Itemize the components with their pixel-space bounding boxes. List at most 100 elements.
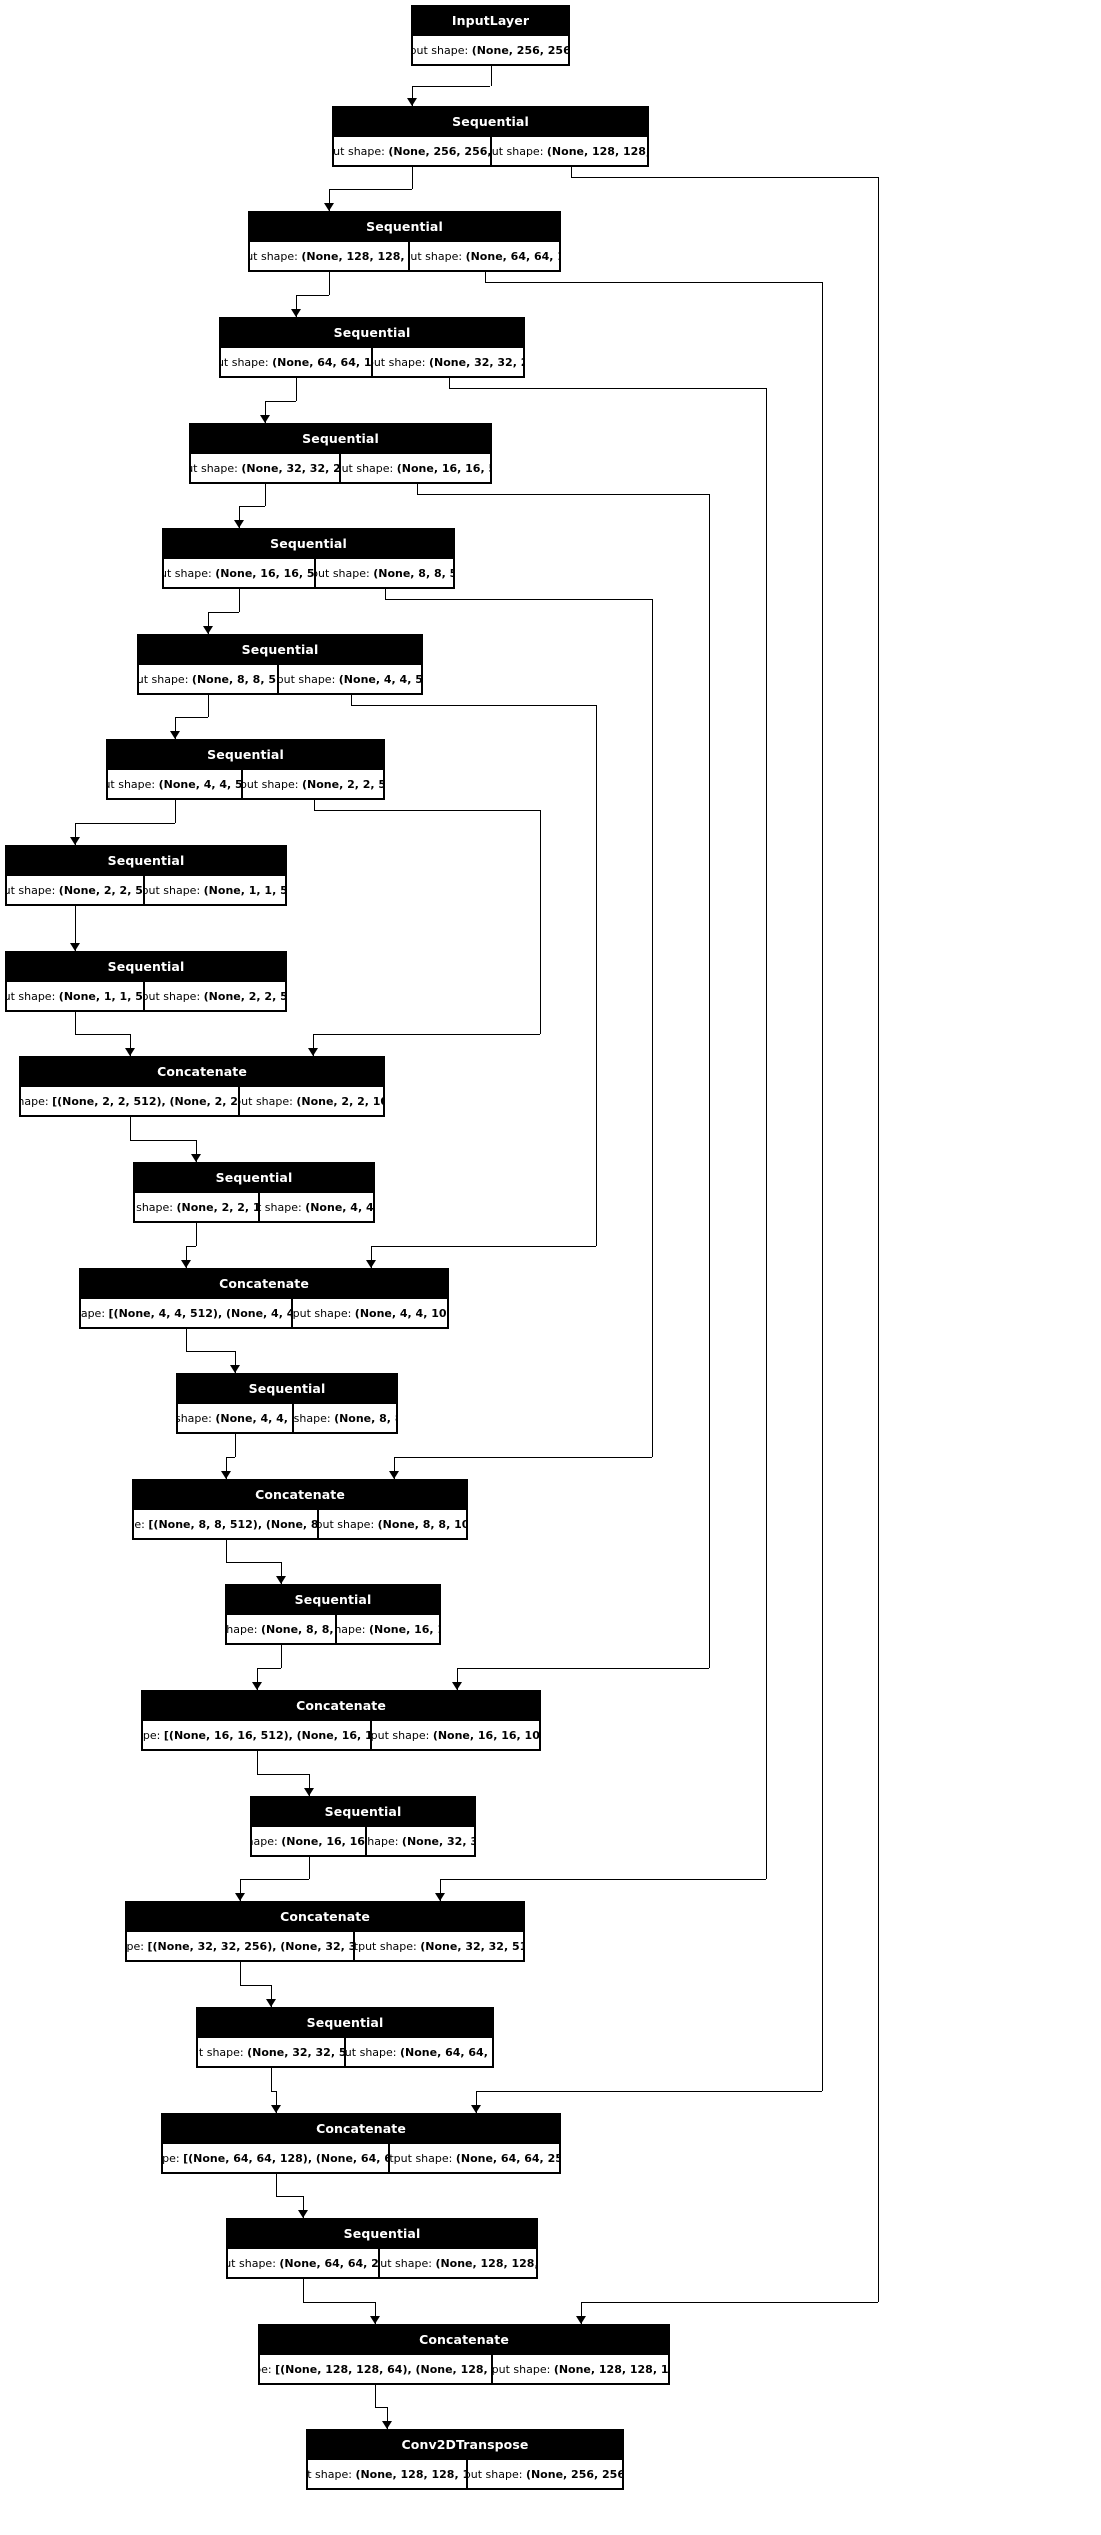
- edge-segment: [328, 268, 330, 295]
- edge-segment: [196, 1139, 198, 1162]
- input-shape-cell: Input shape: (None, 1, 1, 512): [7, 982, 145, 1010]
- layer-node-concatenate: ConcatenateInput shape: [(None, 128, 128…: [258, 2324, 670, 2385]
- layer-shape-row: Input shape: (None, 8, 8, 512)Output sha…: [139, 663, 421, 693]
- layer-shape-row: Input shape: (None, 32, 32, 512)Output s…: [198, 2036, 492, 2066]
- edge-segment: [416, 494, 709, 495]
- edge-segment: [74, 822, 175, 824]
- edge-segment: [385, 599, 652, 600]
- layer-type-label: Sequential: [221, 319, 523, 346]
- layer-node-concatenate: ConcatenateInput shape: [(None, 4, 4, 51…: [79, 1268, 449, 1329]
- edge-segment: [370, 1246, 596, 1247]
- edge-segment: [207, 611, 209, 634]
- edge-segment: [265, 400, 267, 423]
- layer-node-sequential: SequentialInput shape: (None, 256, 256, …: [332, 106, 649, 167]
- layer-shape-row: Input shape: (None, 2, 2, 512)Output sha…: [7, 874, 285, 904]
- edge-segment: [312, 1034, 540, 1035]
- layer-node-sequential: SequentialInput shape: (None, 32, 32, 25…: [189, 423, 492, 484]
- edge-arrowhead: [407, 98, 418, 106]
- edge-arrowhead: [270, 2105, 281, 2113]
- edge-segment: [490, 62, 492, 87]
- layer-type-label: Sequential: [108, 741, 383, 768]
- edge-segment: [370, 1246, 372, 1268]
- layer-type-label: Sequential: [250, 213, 559, 240]
- edge-segment: [256, 1667, 258, 1690]
- edge-segment: [350, 705, 596, 706]
- input-shape-cell: Input shape: (None, 4, 4, 512): [108, 770, 244, 798]
- layer-type-label: Sequential: [7, 847, 285, 874]
- edge-arrowhead: [69, 943, 80, 951]
- edge-segment: [74, 1008, 76, 1035]
- edge-segment: [312, 1034, 314, 1056]
- output-shape-cell: Output shape: (None, 32, 32, 256): [367, 1834, 474, 1848]
- edge-segment: [185, 1325, 187, 1352]
- layer-type-label: Conv2DTranspose: [308, 2431, 622, 2458]
- layer-type-label: Sequential: [178, 1375, 396, 1402]
- edge-arrowhead: [233, 520, 244, 528]
- input-shape-cell: Input shape: (None, 4, 4, 1024): [178, 1404, 295, 1432]
- layer-type-label: InputLayer: [413, 7, 568, 34]
- edge-segment: [275, 2196, 304, 2198]
- layer-type-label: Sequential: [252, 1798, 474, 1825]
- edge-segment: [265, 400, 296, 402]
- edge-segment: [581, 2302, 583, 2324]
- layer-type-label: Concatenate: [127, 1903, 523, 1930]
- edge-segment: [385, 585, 387, 599]
- layer-shape-row: Input shape: (None, 8, 8, 1024)Output sh…: [227, 1613, 439, 1643]
- edge-segment: [265, 480, 267, 507]
- layer-type-label: Concatenate: [143, 1692, 539, 1719]
- output-shape-cell: Output shape: (None, 4, 4, 512): [260, 1200, 373, 1214]
- edge-segment: [207, 611, 239, 613]
- input-shape-cell: Input shape: (None, 128, 128, 128): [308, 2460, 468, 2488]
- edge-segment: [196, 1219, 198, 1246]
- layer-type-label: Sequential: [228, 2220, 536, 2247]
- edge-segment: [328, 189, 330, 211]
- layer-type-label: Sequential: [7, 953, 285, 980]
- edge-segment: [174, 796, 176, 823]
- edge-segment: [174, 717, 176, 739]
- layer-node-sequential: SequentialInput shape: (None, 1, 1, 512)…: [5, 951, 287, 1012]
- output-shape-cell: Output shape: (None, 16, 16, 1024): [371, 1728, 539, 1742]
- edge-segment: [448, 374, 450, 388]
- edge-segment: [570, 163, 572, 177]
- edge-arrowhead: [169, 731, 180, 739]
- layer-node-sequential: SequentialInput shape: (None, 64, 64, 12…: [219, 317, 525, 378]
- edge-segment: [375, 2301, 377, 2324]
- edge-segment: [174, 717, 208, 719]
- layer-node-concatenate: ConcatenateInput shape: [(None, 16, 16, …: [141, 1690, 541, 1751]
- output-shape-cell: Output shape: (None, 8, 8, 512): [294, 1411, 396, 1425]
- edge-arrowhead: [451, 1682, 462, 1690]
- layer-shape-row: Input shape: (None, 32, 32, 256)Output s…: [191, 452, 490, 482]
- edge-arrowhead: [470, 2105, 481, 2113]
- edge-segment: [709, 494, 710, 1668]
- input-shape-cell: Input shape: (None, 256, 256, 3): [334, 137, 493, 165]
- edge-arrowhead: [307, 1048, 318, 1056]
- layer-node-inputlayer: InputLayerInput shape: Output shape: (No…: [411, 5, 570, 66]
- edge-arrowhead: [202, 626, 213, 634]
- layer-shape-row: Input shape: (None, 256, 256, 3)Output s…: [334, 135, 647, 165]
- layer-type-label: Concatenate: [21, 1058, 383, 1085]
- layer-node-concatenate: ConcatenateInput shape: [(None, 8, 8, 51…: [132, 1479, 468, 1540]
- edge-segment: [129, 1113, 131, 1140]
- edge-segment: [878, 177, 879, 2302]
- layer-node-sequential: SequentialInput shape: (None, 16, 16, 10…: [250, 1796, 476, 1857]
- layer-shape-row: Input shape: [(None, 128, 128, 64), (Non…: [260, 2353, 668, 2383]
- edge-segment: [303, 2275, 305, 2302]
- edge-segment: [256, 1773, 309, 1775]
- edge-segment: [440, 1879, 766, 1880]
- edge-segment: [240, 1958, 242, 1985]
- edge-segment: [412, 86, 491, 88]
- output-shape-cell: Output shape: (None, 8, 8, 512): [316, 566, 453, 580]
- edge-segment: [822, 282, 823, 2091]
- edge-segment: [270, 2090, 276, 2092]
- edge-segment: [303, 2301, 376, 2303]
- edge-arrowhead: [69, 837, 80, 845]
- output-shape-cell: Output shape: (None, 64, 64, 256): [390, 2151, 559, 2165]
- layer-shape-row: Input shape: [(None, 4, 4, 512), (None, …: [81, 1297, 447, 1327]
- edge-arrowhead: [230, 1365, 241, 1373]
- edge-segment: [485, 268, 487, 282]
- layer-node-sequential: SequentialInput shape: (None, 8, 8, 1024…: [225, 1584, 441, 1645]
- layer-shape-row: Input shape: [(None, 16, 16, 512), (None…: [143, 1719, 539, 1749]
- layer-node-sequential: SequentialInput shape: (None, 128, 128, …: [248, 211, 561, 272]
- output-shape-cell: Output shape: (None, 16, 16, 512): [336, 1622, 439, 1636]
